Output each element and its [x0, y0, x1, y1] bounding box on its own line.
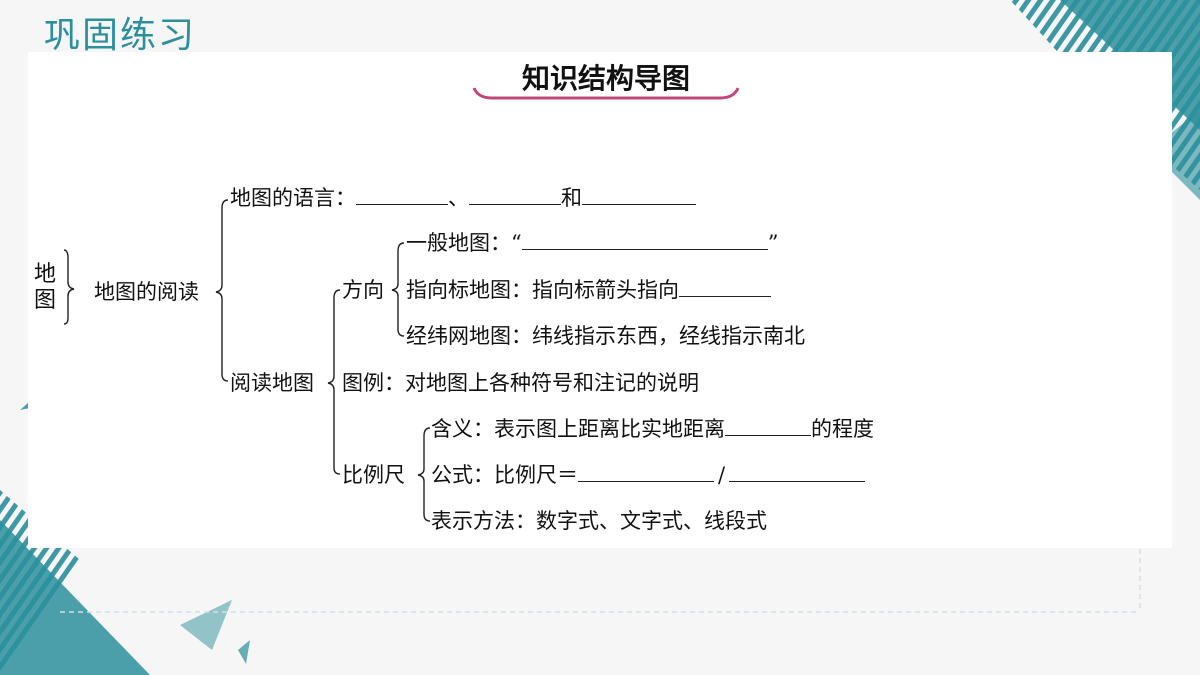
answer-blank[interactable]: [729, 463, 866, 482]
title-underline-decoration: [472, 87, 740, 100]
map-title: 知识结构导图: [521, 62, 690, 95]
scale-formula-label: 公式：比例尺＝: [431, 463, 578, 487]
map-language-row: 地图的语言： 、 和: [230, 185, 696, 211]
direction-general-label: 一般地图：“: [406, 231, 522, 255]
map-language-label: 地图的语言：: [230, 186, 356, 210]
scale-node: 比例尺: [342, 463, 405, 487]
root-node: 地图: [34, 262, 57, 313]
direction-general-row: 一般地图：“ ”: [406, 230, 779, 256]
scale-meaning-suffix: 的程度: [811, 417, 874, 441]
answer-blank[interactable]: [521, 231, 768, 250]
separator: 、: [448, 186, 469, 210]
title-panel: [28, 52, 1172, 112]
reading-map-node: 阅读地图: [230, 371, 314, 395]
topic-node: 地图的阅读: [94, 280, 199, 304]
legend-row: 图例：对地图上各种符号和注记的说明: [342, 371, 699, 395]
answer-blank[interactable]: [469, 186, 561, 205]
answer-blank[interactable]: [582, 186, 696, 205]
direction-node: 方向: [342, 278, 384, 302]
answer-blank[interactable]: [725, 417, 811, 436]
map-title-badge: 知识结构导图: [472, 58, 740, 104]
answer-blank[interactable]: [356, 186, 448, 205]
closing-quote: ”: [767, 231, 779, 255]
direction-pointer-label: 指向标地图：指向标箭头指向: [406, 278, 679, 302]
scale-methods-row: 表示方法：数字式、文字式、线段式: [431, 509, 767, 533]
scale-formula-row: 公式：比例尺＝ /: [431, 462, 866, 488]
answer-blank[interactable]: [679, 278, 771, 297]
page-title: 巩固练习: [44, 15, 197, 56]
knowledge-map-card: [28, 112, 1172, 548]
direction-grid-row: 经纬网地图：纬线指示东西，经线指示南北: [406, 324, 805, 348]
scale-meaning-label: 含义：表示图上距离比实地距离: [431, 417, 725, 441]
direction-pointer-row: 指向标地图：指向标箭头指向: [406, 277, 771, 303]
scale-meaning-row: 含义：表示图上距离比实地距离 的程度: [431, 416, 874, 442]
answer-blank[interactable]: [578, 463, 714, 482]
formula-separator: /: [718, 463, 726, 487]
separator: 和: [561, 186, 582, 210]
